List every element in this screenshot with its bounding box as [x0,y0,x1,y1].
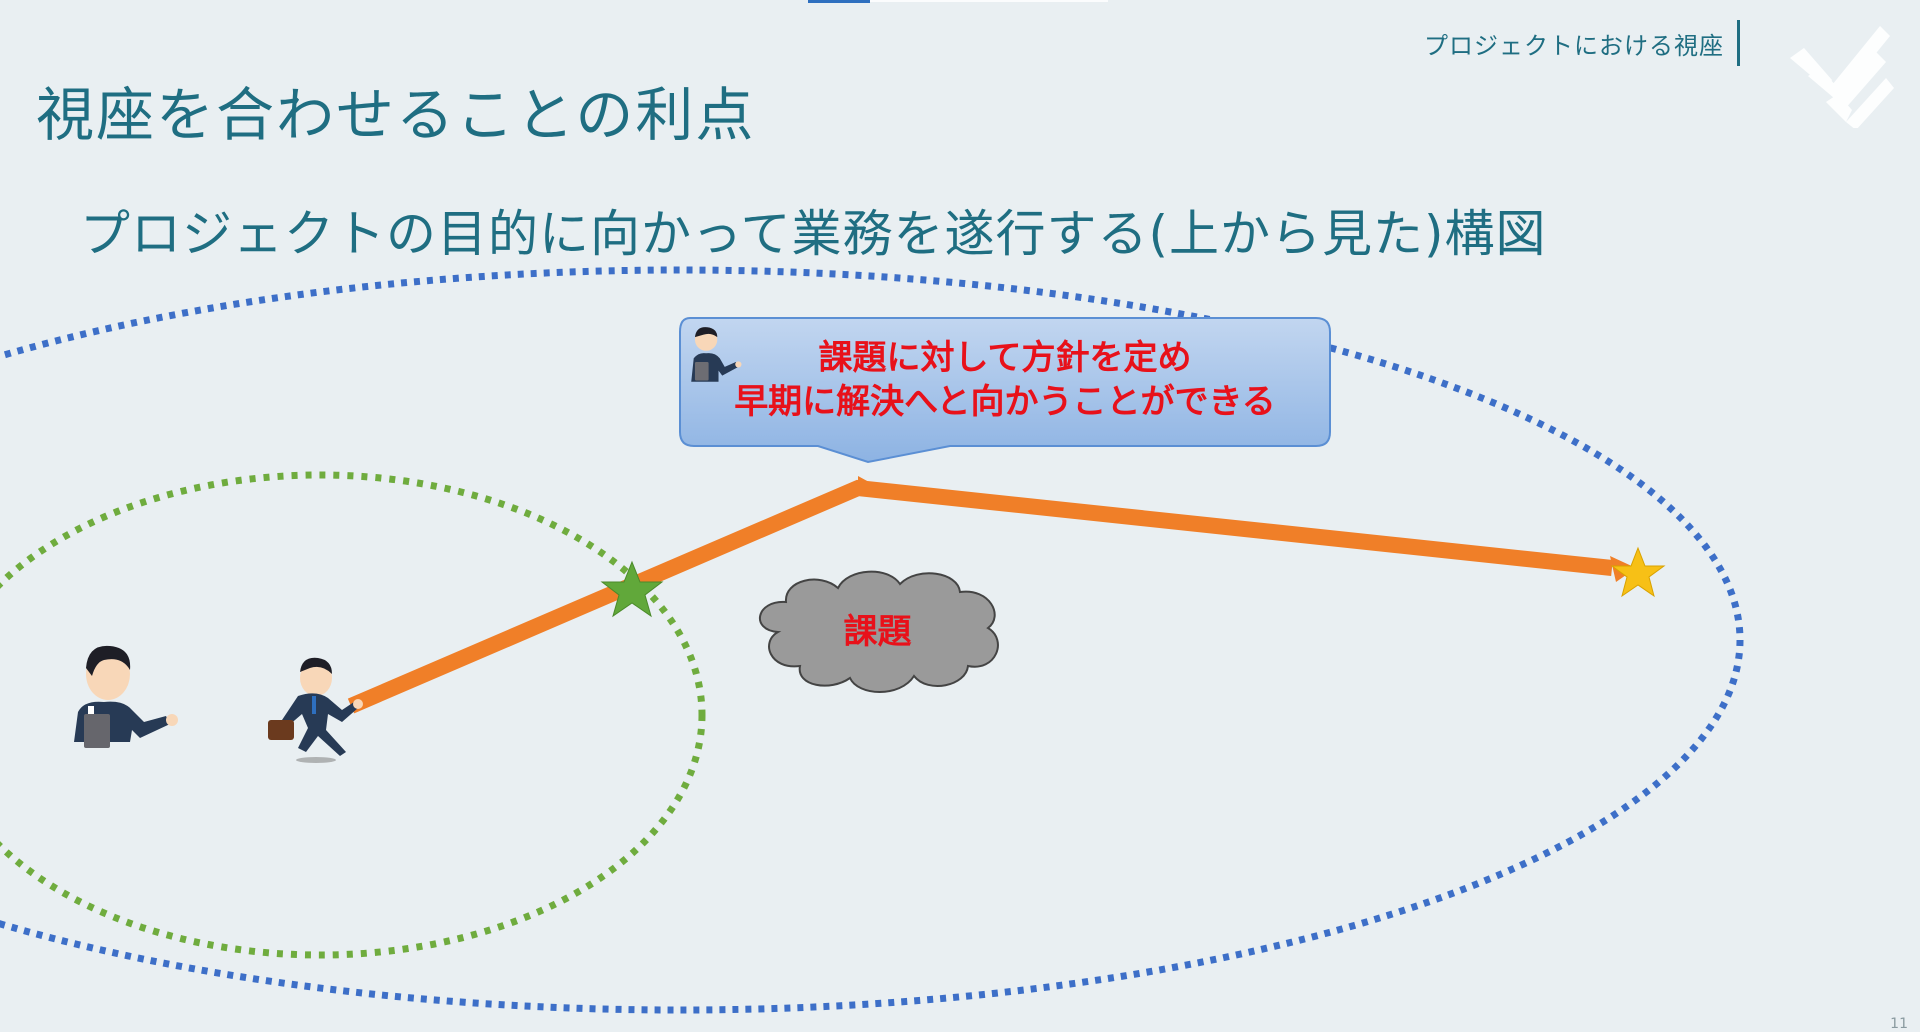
orange-path-arrow-icon [347,476,1636,714]
callout-line-2: 早期に解決へと向かうことができる [734,382,1276,422]
callout-line-1: 課題に対して方針を定め [818,338,1192,378]
manager-figure [74,645,178,748]
green-star-icon [600,560,664,618]
gold-star-icon [1610,546,1666,598]
top-progress-track [870,0,1108,2]
page-title: 視座を合わせることの利点 [36,81,756,149]
top-progress-accent [808,0,870,3]
cloud-label: 課題 [843,612,912,652]
outer-scope-ellipse [0,266,1744,1014]
section-divider [1737,20,1740,66]
brand-chevron-logo-icon [1790,26,1894,128]
page-number: 11 [1890,1016,1908,1032]
businessman-running-icon [268,657,363,763]
issue-cloud-icon [759,570,999,693]
callout-bubble [679,317,1331,464]
section-label: プロジェクトにおける視座 [1424,32,1724,60]
manager-pointing-icon [691,327,742,382]
page-subtitle: プロジェクトの目的に向かって業務を遂行する(上から見た)構図 [80,205,1547,263]
callout-text: 課題に対して方針を定め 早期に解決へと向かうことができる [680,336,1330,424]
inner-scope-ellipse [0,471,706,959]
